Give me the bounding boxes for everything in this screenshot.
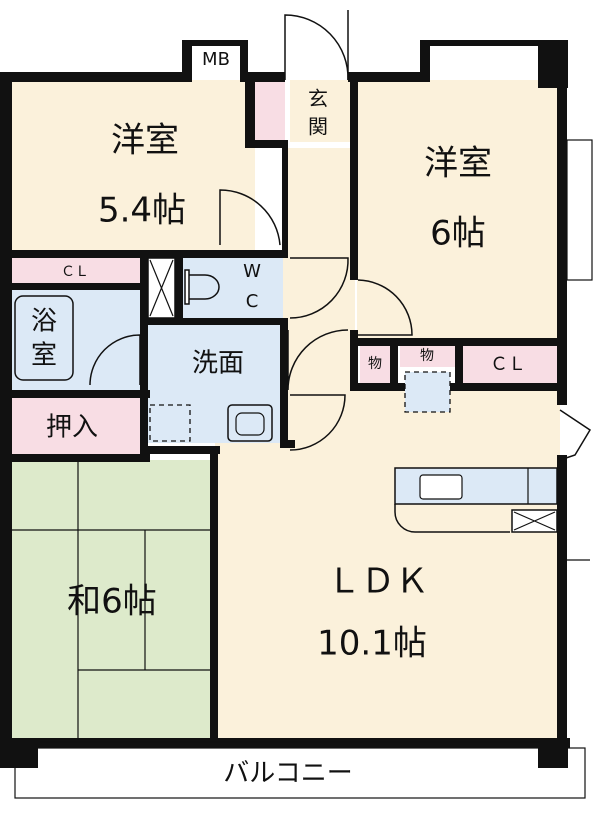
western-room-1-name: 洋室 <box>111 121 179 161</box>
counter-edge <box>394 504 510 533</box>
wc-label-line2: C <box>246 291 259 312</box>
balcony-area <box>14 747 586 799</box>
windows <box>40 43 593 743</box>
oshiire-label: 押入 <box>46 413 98 443</box>
toilet-icon <box>184 269 220 305</box>
basin-bowl <box>235 412 265 436</box>
western-room-2-name: 洋室 <box>424 144 492 184</box>
fridge-space <box>404 371 451 413</box>
balcony-label: バルコニー <box>223 759 352 789</box>
pipe-shaft-x <box>149 259 174 317</box>
western-room-1 <box>10 80 255 253</box>
bath-label-line2: 室 <box>31 341 57 371</box>
kitchen-counter <box>394 467 558 505</box>
mb-label: MB <box>202 49 230 70</box>
kitchen-sink <box>419 474 463 500</box>
western-room-2-size: 6帖 <box>430 214 486 254</box>
japanese-room-name: 和6帖 <box>67 582 157 622</box>
entrance-label-line2: 関 <box>308 115 328 139</box>
storage-2-area <box>400 345 455 367</box>
western-room-2 <box>357 80 557 345</box>
storage-1-label: 物 <box>368 356 382 372</box>
washroom-label: 洗面 <box>192 349 244 379</box>
ldk-size: 10.1帖 <box>317 624 427 664</box>
ldk-name: ＬＤＫ <box>327 562 429 602</box>
genkan-area <box>290 80 350 142</box>
bathtub <box>14 295 74 381</box>
closet-right-area <box>460 345 557 383</box>
japanese-room <box>10 460 215 740</box>
entrance-label-line1: 玄 <box>308 87 328 111</box>
storage-1-area <box>360 345 390 383</box>
oshiire-area <box>10 398 140 456</box>
closet-left-area <box>10 258 140 286</box>
wc-room <box>180 258 283 320</box>
western-room-1-size: 5.4帖 <box>98 191 186 231</box>
wc-label-line1: W <box>243 261 261 282</box>
doors <box>89 10 592 461</box>
tatami-lines <box>10 462 210 740</box>
closet-left-label: ＣＬ <box>61 264 89 280</box>
range-hood-x <box>513 511 556 531</box>
bath-label-line1: 浴 <box>31 307 57 337</box>
exterior-walls <box>0 40 570 768</box>
ldk-upper-left <box>215 440 295 460</box>
storage-2-label: 物 <box>420 348 434 364</box>
interior-walls <box>10 80 560 744</box>
entrance-area <box>255 80 285 142</box>
washer-space <box>149 404 191 442</box>
closet-right-label: ＣＬ <box>490 354 526 375</box>
